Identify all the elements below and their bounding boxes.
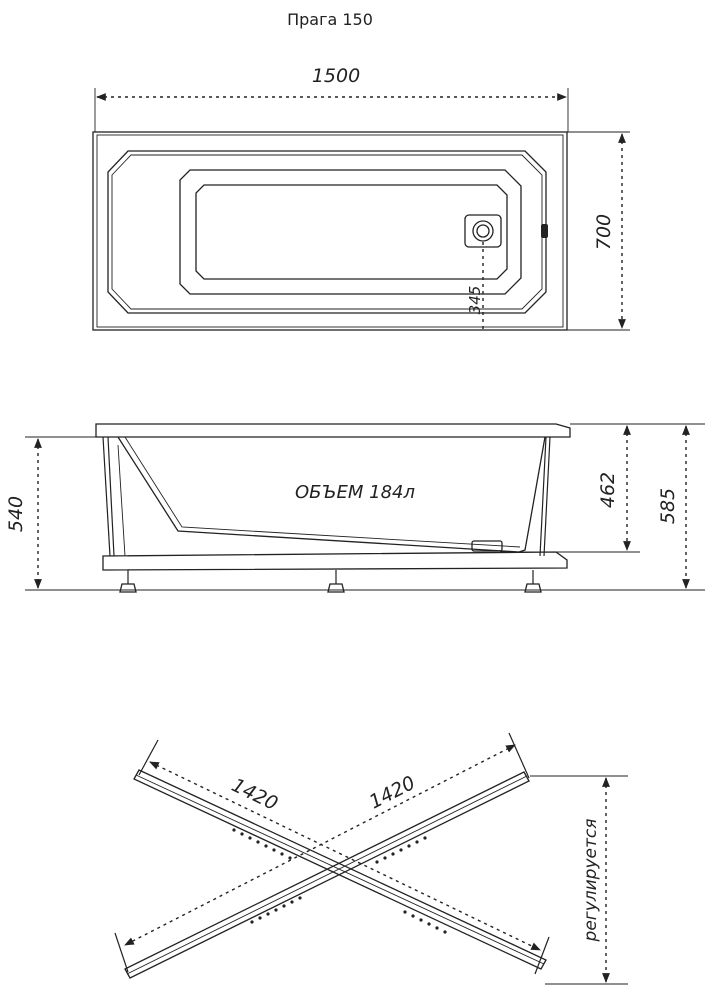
volume-label: ОБЪЕМ 184л (295, 482, 415, 503)
frame-base (102, 551, 568, 571)
diagonal-1-dimension-line (149, 761, 541, 951)
drain-offset-label: 345 (466, 286, 484, 315)
tub-bottom-inner (195, 184, 508, 280)
length-dimension-label: 1500 (312, 65, 360, 87)
depth-dimension-label: 462 (597, 472, 619, 508)
tub-bottom-outer (179, 169, 522, 295)
top-view: 1500 345 700 (92, 65, 630, 331)
tub-bowl-outline (107, 150, 547, 314)
model-title: Прага 150 (287, 10, 373, 29)
siphon (471, 540, 503, 552)
drain-plate (464, 214, 502, 248)
diagonal-2-label: 1420 (366, 772, 419, 814)
overflow-icon (541, 224, 548, 238)
frame-view: 1420 1420 регулируется (114, 732, 628, 985)
adjustable-label: регулируется (581, 819, 601, 943)
frame-beam-1 (133, 739, 550, 975)
total-height-dimension-label: 585 (657, 488, 679, 524)
adjustable-feet (119, 570, 542, 593)
tub-body-side (117, 436, 546, 553)
side-view: ОБЪЕМ 184л 540 462 585 (5, 423, 705, 593)
drain-icon (472, 220, 494, 242)
tub-rim-side (95, 423, 571, 438)
diagonal-1-label: 1420 (228, 774, 281, 815)
diagonal-2-dimension-line (124, 744, 516, 946)
width-dimension-label: 700 (593, 214, 615, 250)
tub-outer-rim (92, 131, 568, 331)
height-left-dimension-label: 540 (5, 496, 27, 532)
